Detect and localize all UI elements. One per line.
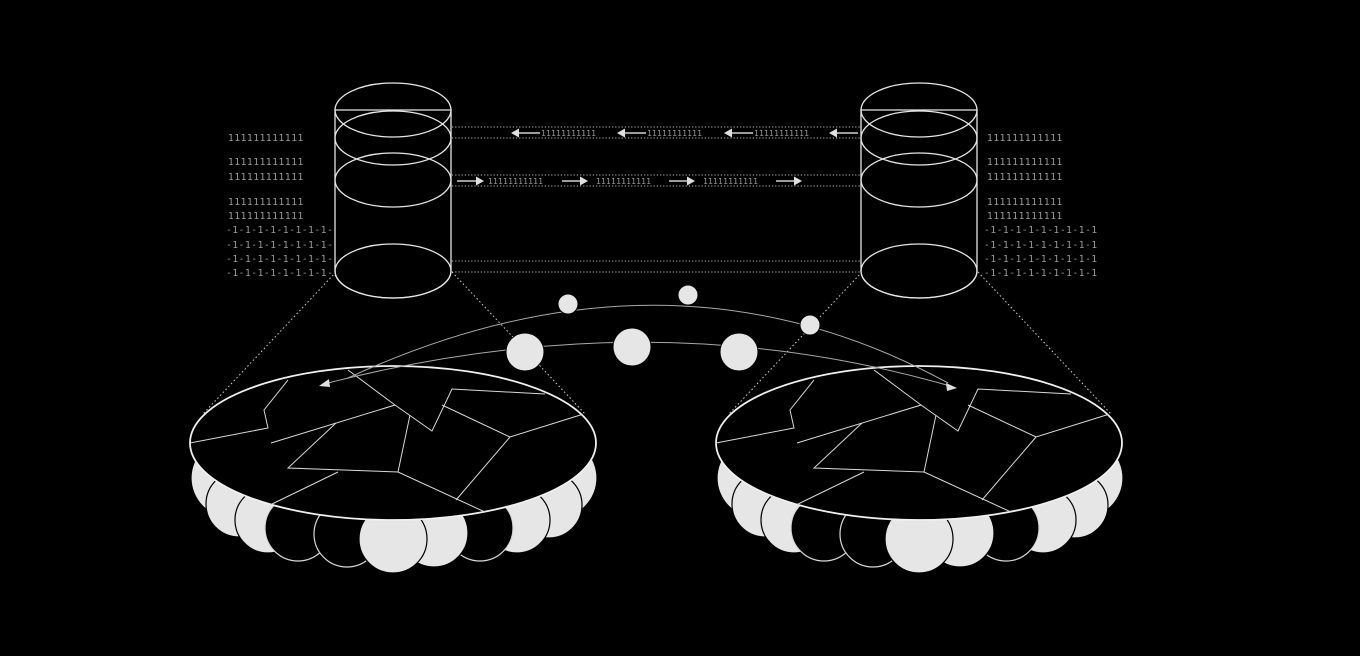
right-arrow-icon <box>669 176 695 186</box>
right-bit-row-8: -1-1-1-1-1-1-1-1-1 <box>984 254 1098 265</box>
right-bit-row-5: 111111111111 <box>987 211 1063 222</box>
flow-mid-left-to-right: 11111111111 11111111111 11111111111 <box>457 176 802 186</box>
right-disc-cracks <box>716 369 1117 513</box>
left-bit-row-6: -1-1-1-1-1-1-1-1-1 <box>226 225 340 236</box>
flow-top-bits-2: 11111111111 <box>647 129 702 138</box>
connection-rails <box>452 126 861 273</box>
right-bit-row-6: -1-1-1-1-1-1-1-1-1 <box>984 225 1098 236</box>
right-arrow-icon <box>457 176 484 186</box>
left-bit-row-7: -1-1-1-1-1-1-1-1-1 <box>226 240 340 251</box>
left-arrow-icon <box>617 128 646 138</box>
right-cylinder <box>860 82 978 299</box>
left-bit-row-2: 111111111111 <box>228 157 304 168</box>
left-bit-row-3: 111111111111 <box>228 172 304 183</box>
right-bit-row-9: -1-1-1-1-1-1-1-1-1 <box>984 268 1098 279</box>
right-bit-row-1: 111111111111 <box>987 133 1063 144</box>
right-bit-row-3: 111111111111 <box>987 172 1063 183</box>
flow-top-bits-3: 11111111111 <box>754 129 809 138</box>
left-bit-row-4: 111111111111 <box>228 197 304 208</box>
right-bit-row-2: 111111111111 <box>987 157 1063 168</box>
right-disc <box>715 365 1123 521</box>
flow-top-right-to-left: 11111111111 11111111111 11111111111 <box>511 128 858 138</box>
arrow-head-icon <box>319 379 330 387</box>
flow-mid-bits-1: 11111111111 <box>488 177 543 186</box>
flow-mid-bits-3: 11111111111 <box>703 177 758 186</box>
right-bit-row-4: 111111111111 <box>987 197 1063 208</box>
arrow-head-icon <box>946 383 957 391</box>
left-disc-cracks <box>190 369 591 513</box>
right-disc-balls <box>716 437 1124 574</box>
right-arrow-icon <box>562 176 588 186</box>
arc-nodes <box>505 284 821 372</box>
projection-lines <box>201 271 1113 416</box>
left-cylinder <box>334 82 452 299</box>
flow-mid-bits-2: 11111111111 <box>596 177 651 186</box>
right-bit-row-7: -1-1-1-1-1-1-1-1-1 <box>984 240 1098 251</box>
left-bit-row-5: 111111111111 <box>228 211 304 222</box>
flow-top-bits-1: 11111111111 <box>541 129 596 138</box>
left-arrow-icon <box>511 128 540 138</box>
left-arrow-icon <box>829 128 858 138</box>
right-arrow-icon <box>776 176 802 186</box>
left-arrow-icon <box>724 128 753 138</box>
left-disc <box>189 365 597 521</box>
right-bit-labels: 111111111111 111111111111 111111111111 1… <box>984 133 1098 279</box>
left-bit-row-9: -1-1-1-1-1-1-1-1-1 <box>226 268 340 279</box>
left-bit-row-1: 111111111111 <box>228 133 304 144</box>
left-bit-row-8: -1-1-1-1-1-1-1-1-1 <box>226 254 340 265</box>
left-bit-labels: 111111111111 111111111111 111111111111 1… <box>226 133 340 279</box>
